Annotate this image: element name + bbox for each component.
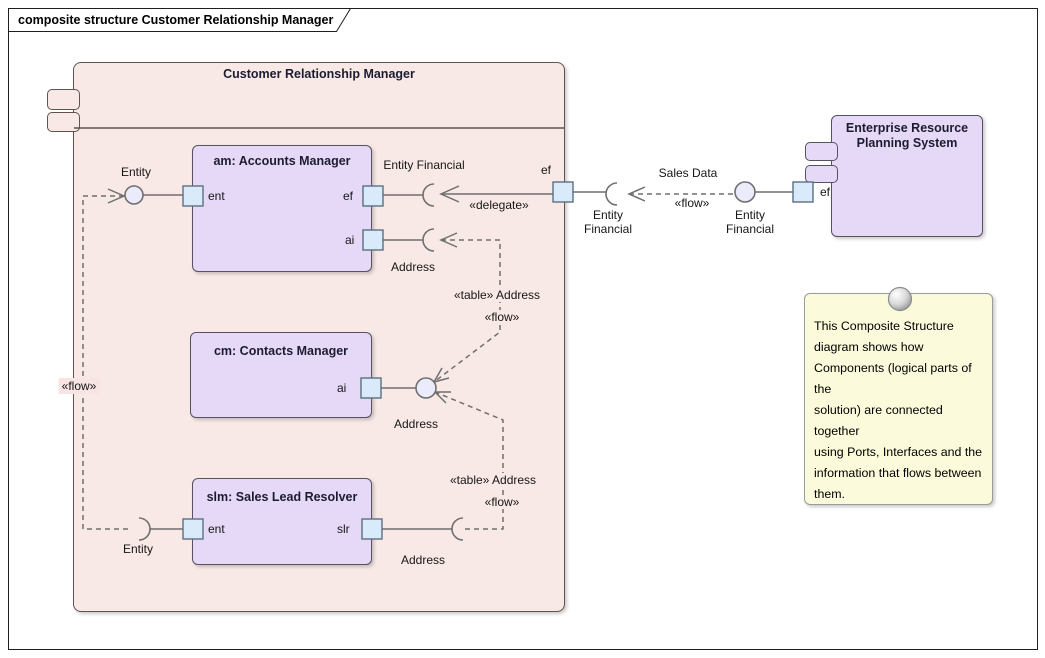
connector-label-flow-left: «flow»: [58, 378, 100, 394]
interface-label-address-am: Address: [390, 260, 436, 274]
interface-label-entity-financial-erp: Entity Financial: [725, 208, 775, 236]
port-label-slm-ent: ent: [208, 522, 225, 536]
interface-label-entity-slm: Entity: [122, 542, 154, 556]
slm-title: slm: Sales Lead Resolver: [206, 490, 358, 504]
component-icon: [47, 112, 80, 132]
interface-label-entity-financial-boundary: Entity Financial: [583, 208, 633, 236]
component-slm-sales-lead-resolver[interactable]: [192, 478, 372, 565]
port-label-crm-boundary-ef: ef: [541, 163, 552, 177]
diagram-frame: [8, 8, 1038, 650]
connector-label-table-address-lower: «table» Address: [446, 473, 540, 487]
note-text: This Composite Structure diagram shows h…: [814, 319, 983, 501]
port-label-slm-slr: slr: [337, 522, 350, 536]
connector-label-delegate: «delegate»: [469, 198, 529, 212]
erp-title: Enterprise Resource Planning System: [845, 121, 969, 150]
interface-label-entity-am: Entity: [120, 165, 152, 179]
port-label-am-ent: ent: [208, 189, 225, 203]
crm-title: Customer Relationship Manager: [223, 67, 415, 81]
component-icon: [47, 89, 80, 110]
port-label-am-ef: ef: [343, 189, 354, 203]
port-label-cm-ai: ai: [337, 381, 347, 395]
interface-label-address-slm: Address: [400, 553, 446, 567]
connector-label-flow-upper: «flow»: [481, 310, 523, 324]
component-icon: [805, 142, 838, 161]
frame-title: composite structure Customer Relationshi…: [18, 13, 334, 27]
port-label-erp-ef: ef: [820, 185, 831, 199]
connector-label-table-address-upper: «table» Address: [450, 288, 544, 302]
am-title: am: Accounts Manager: [213, 154, 351, 168]
component-icon: [805, 165, 838, 183]
component-cm-contacts-manager[interactable]: [190, 332, 372, 418]
connector-label-sales-data: Sales Data: [658, 166, 718, 180]
note[interactable]: [804, 293, 993, 505]
interface-label-address-cm: Address: [393, 417, 439, 431]
port-label-am-ai: ai: [345, 233, 355, 247]
interface-label-entity-financial-am: Entity Financial: [383, 158, 465, 172]
component-am-accounts-manager[interactable]: [192, 145, 372, 272]
connector-label-flow-sales: «flow»: [674, 196, 710, 210]
connector-label-flow-lower: «flow»: [481, 495, 523, 509]
cm-title: cm: Contacts Manager: [213, 344, 349, 358]
